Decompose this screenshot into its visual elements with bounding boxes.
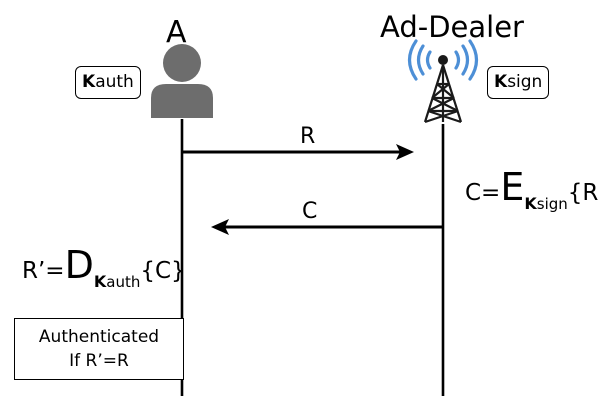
message-c-label: C <box>302 199 318 224</box>
broadcast-tower-icon <box>407 39 479 124</box>
user-icon <box>151 44 213 118</box>
key-auth-subscript: auth <box>95 72 134 92</box>
decrypt-argument: {C} <box>140 258 186 284</box>
message-c-arrow <box>211 219 443 235</box>
party-ad-dealer-label: Ad-Dealer <box>380 10 524 44</box>
message-r-arrow <box>182 144 414 160</box>
encrypt-key-subscript: sign <box>536 195 568 213</box>
decrypt-key-subscript: auth <box>106 273 141 291</box>
authentication-result-box: Authenticated If R’=R <box>14 318 184 380</box>
encrypt-argument: {R} <box>567 180 601 206</box>
key-sign-box: Ksign <box>487 66 550 99</box>
encrypt-key-symbol: K <box>524 194 537 213</box>
message-r-label: R <box>300 124 316 149</box>
decrypt-lhs: R’= <box>22 258 65 284</box>
encrypt-lhs: C= <box>465 180 501 206</box>
decrypt-key-symbol: K <box>93 272 107 291</box>
encrypt-operator: E <box>500 165 525 209</box>
auth-line-1: Authenticated <box>38 327 160 347</box>
key-auth-box: Kauth <box>75 66 141 99</box>
key-sign-subscript: sign <box>507 72 543 92</box>
auth-line-2: If R’=R <box>69 351 129 371</box>
encryption-formula: C=EKsign{R} <box>465 168 601 212</box>
decrypt-operator: D <box>64 243 94 287</box>
party-a-label: A <box>166 15 187 50</box>
key-sign-symbol: K <box>494 72 508 92</box>
decryption-formula: R’=DKauth{C} <box>22 246 186 290</box>
key-auth-symbol: K <box>82 72 96 92</box>
